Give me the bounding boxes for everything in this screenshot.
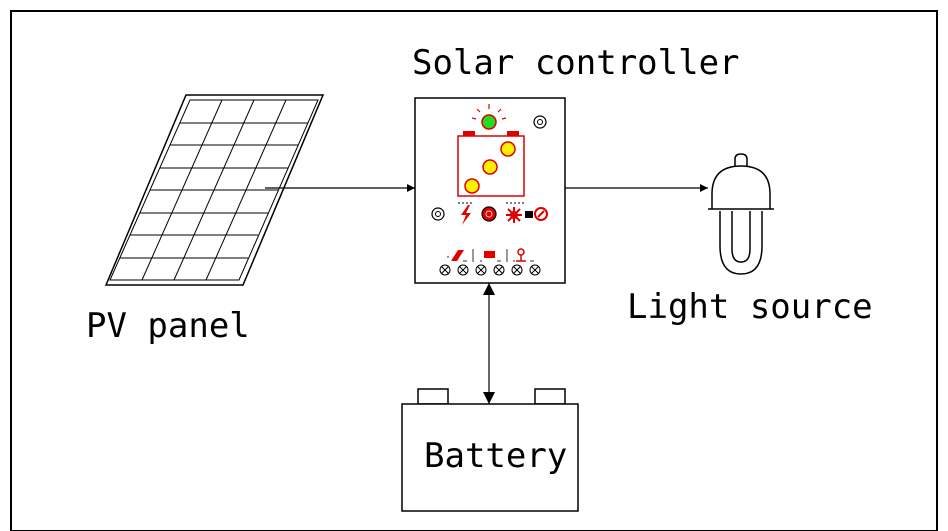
light-source-label: Light source bbox=[627, 287, 873, 327]
load-led-red bbox=[481, 206, 497, 222]
ring-indicator-left bbox=[431, 207, 445, 221]
ring-indicator-top bbox=[533, 115, 547, 129]
bolt-icon bbox=[458, 202, 474, 225]
terminal-labels bbox=[447, 248, 534, 262]
battery-icon bbox=[401, 388, 579, 512]
pv-panel-label: PV panel bbox=[86, 306, 250, 346]
status-led-green bbox=[481, 114, 497, 130]
sun-icon bbox=[506, 202, 524, 223]
pv-panel-icon bbox=[104, 94, 325, 286]
load-switch-icon bbox=[525, 207, 548, 221]
controller-label: Solar controller bbox=[412, 43, 740, 83]
outer-frame bbox=[10, 10, 938, 531]
solar-controller-icon bbox=[414, 97, 566, 284]
screw-terminal-icon bbox=[439, 264, 541, 276]
battery-label: Battery bbox=[424, 436, 567, 476]
battery-level-icon bbox=[457, 131, 525, 197]
light-bulb-icon bbox=[708, 153, 774, 275]
